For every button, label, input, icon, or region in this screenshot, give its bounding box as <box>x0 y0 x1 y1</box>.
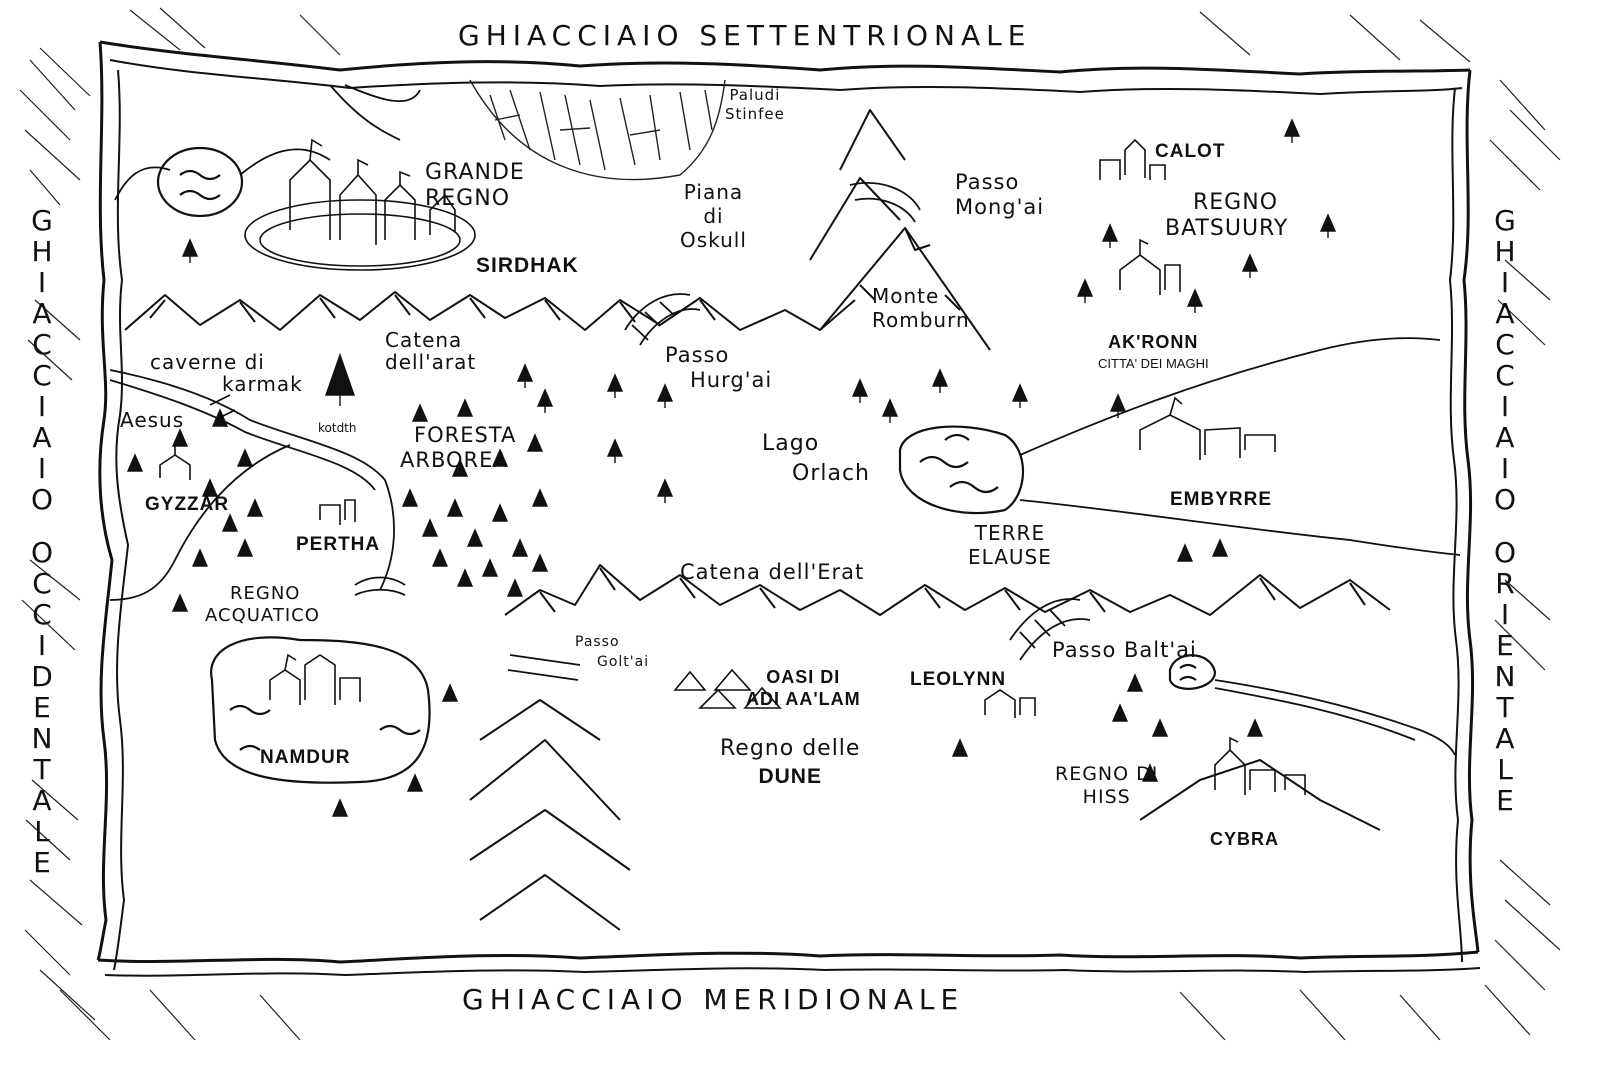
aesus-label: Aesus <box>120 408 185 432</box>
catena-erat-label: Catena dell'Erat <box>680 560 865 584</box>
south-glacier-label: GHIACCIAIO MERIDIONALE <box>462 983 965 1016</box>
passo-baltai-label: Passo Balt'ai <box>1052 638 1197 662</box>
glacier-letter: C <box>32 598 52 631</box>
glacier-letter: H <box>1494 235 1516 268</box>
glacier-letter: N <box>31 722 53 755</box>
glacier-letter: R <box>1495 567 1515 600</box>
cybra-label: CYBRA <box>1210 829 1280 849</box>
glacier-letter: A <box>1495 297 1515 330</box>
glacier-letter: I <box>37 266 47 299</box>
glacier-letter: O <box>1493 483 1517 516</box>
glacier-letter: I <box>1500 452 1510 485</box>
glacier-letter: A <box>32 784 52 817</box>
marsh-area <box>469 79 726 181</box>
glacier-letter: E <box>1496 629 1514 662</box>
glacier-letter: N <box>1494 660 1516 693</box>
glacier-letter: I <box>1500 266 1510 299</box>
glacier-letter: I <box>1500 598 1510 631</box>
glacier-letter: O <box>30 536 54 569</box>
glacier-letter: I <box>1500 390 1510 423</box>
bridges <box>209 182 1091 681</box>
glacier-letter: A <box>32 297 52 330</box>
pertha-label: PERTHA <box>296 534 381 555</box>
glacier-letter: C <box>32 328 52 361</box>
glacier-letter: I <box>37 390 47 423</box>
glacier-letter: G <box>1494 204 1516 237</box>
glacier-letter: D <box>31 660 53 693</box>
embyrre-label: EMBYRRE <box>1170 489 1273 510</box>
glacier-letter: E <box>33 846 51 879</box>
glacier-letter: T <box>1496 691 1514 724</box>
glacier-letter: I <box>37 452 47 485</box>
glacier-letter: C <box>32 359 52 392</box>
leolynn-label: LEOLYNN <box>910 669 1007 690</box>
glacier-letter: E <box>1496 784 1514 817</box>
glacier-letter: L <box>1497 753 1513 786</box>
glacier-letter: T <box>33 753 51 786</box>
ice-hatching <box>19 7 1561 1041</box>
glacier-letter: O <box>30 483 54 516</box>
glacier-letter: O <box>1493 536 1517 569</box>
settlements <box>159 138 1306 795</box>
glacier-letter: G <box>31 204 53 237</box>
kotdth-label: kotdth <box>318 421 357 435</box>
lakes <box>156 146 1217 784</box>
sirdhak-label: SIRDHAK <box>476 254 579 277</box>
calot-label: CALOT <box>1155 141 1226 162</box>
glacier-letter: L <box>34 815 50 848</box>
namdur-label: NAMDUR <box>260 747 351 768</box>
akronn-label: AK'RONN CITTA' DEI MAGHI <box>1098 332 1209 371</box>
trees <box>126 118 1337 817</box>
glacier-letter: C <box>1495 359 1515 392</box>
north-glacier-label: GHIACCIAIO SETTENTRIONALE <box>458 19 1032 52</box>
glacier-letter: A <box>32 421 52 454</box>
glacier-letter: A <box>1495 421 1515 454</box>
glacier-letter: C <box>32 567 52 600</box>
mountain-ranges <box>124 109 1391 931</box>
glacier-letter: I <box>37 629 47 662</box>
glacier-letter: H <box>31 235 53 268</box>
gyzzar-label: GYZZAR <box>145 494 230 515</box>
glacier-letter: C <box>1495 328 1515 361</box>
rivers-roads <box>109 84 1461 756</box>
glacier-letter: E <box>33 691 51 724</box>
glacier-letter: A <box>1495 722 1515 755</box>
